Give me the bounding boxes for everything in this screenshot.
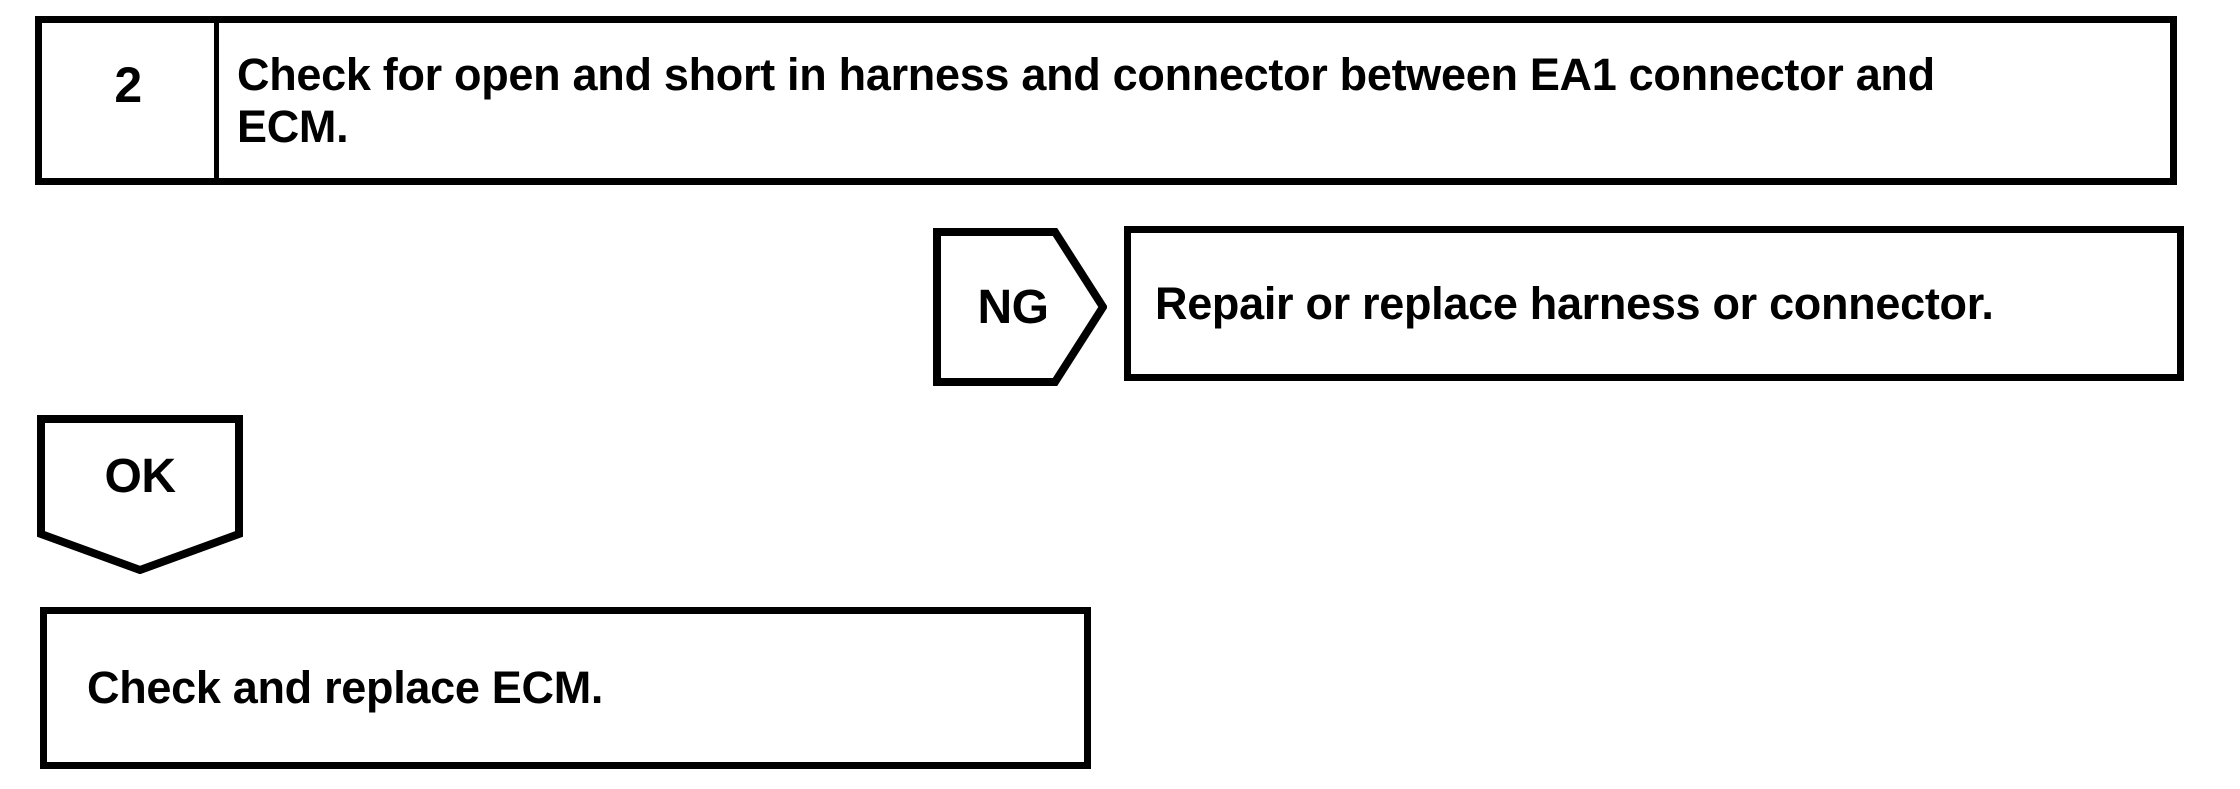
ok-arrow-outline — [37, 415, 243, 574]
ng-label-wrap: NG — [933, 228, 1093, 386]
step-instruction-line2: ECM. — [237, 100, 349, 152]
step-instruction-line1: Check for open and short in harness and … — [237, 48, 1935, 100]
ok-label: OK — [104, 449, 177, 503]
ok-label-wrap: OK — [37, 415, 243, 537]
step-instruction: Check for open and short in harness and … — [219, 23, 2170, 178]
step-box: 2 Check for open and short in harness an… — [35, 16, 2177, 185]
ng-arrow-shape — [933, 228, 1107, 386]
ng-arrow-outline — [933, 228, 1107, 386]
ok-result-text: Check and replace ECM. — [87, 662, 604, 713]
step-number-cell: 2 — [42, 23, 219, 178]
ok-result-box: Check and replace ECM. — [40, 607, 1091, 769]
ng-action-text: Repair or replace harness or connector. — [1155, 277, 1994, 329]
ng-action-box: Repair or replace harness or connector. — [1124, 226, 2184, 381]
ng-label: NG — [977, 280, 1050, 334]
step-number: 2 — [114, 56, 142, 113]
ok-arrow-shape — [37, 415, 243, 574]
